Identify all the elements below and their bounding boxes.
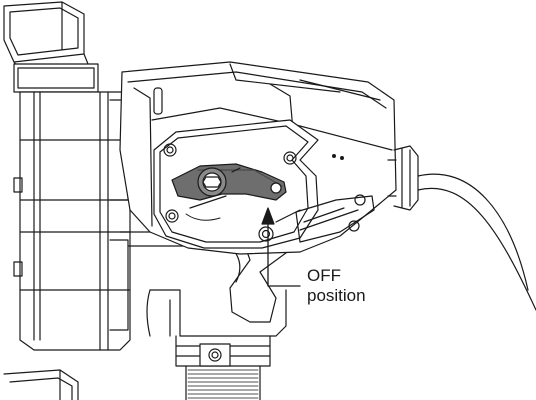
callout-line-1: OFF xyxy=(307,266,341,285)
thread-lines xyxy=(187,369,259,399)
top-latch xyxy=(3,1,89,71)
side-plate-right xyxy=(295,194,375,243)
off-position-label: OFF position xyxy=(307,266,366,306)
lower-latch-fragment xyxy=(3,369,79,400)
callout-line-2: position xyxy=(307,286,366,305)
cable xyxy=(417,173,536,311)
callout-arrow xyxy=(261,207,301,287)
selector-lever xyxy=(171,163,287,201)
cable-gland xyxy=(332,145,419,211)
bottom-connector xyxy=(175,335,271,400)
left-body xyxy=(13,63,131,351)
